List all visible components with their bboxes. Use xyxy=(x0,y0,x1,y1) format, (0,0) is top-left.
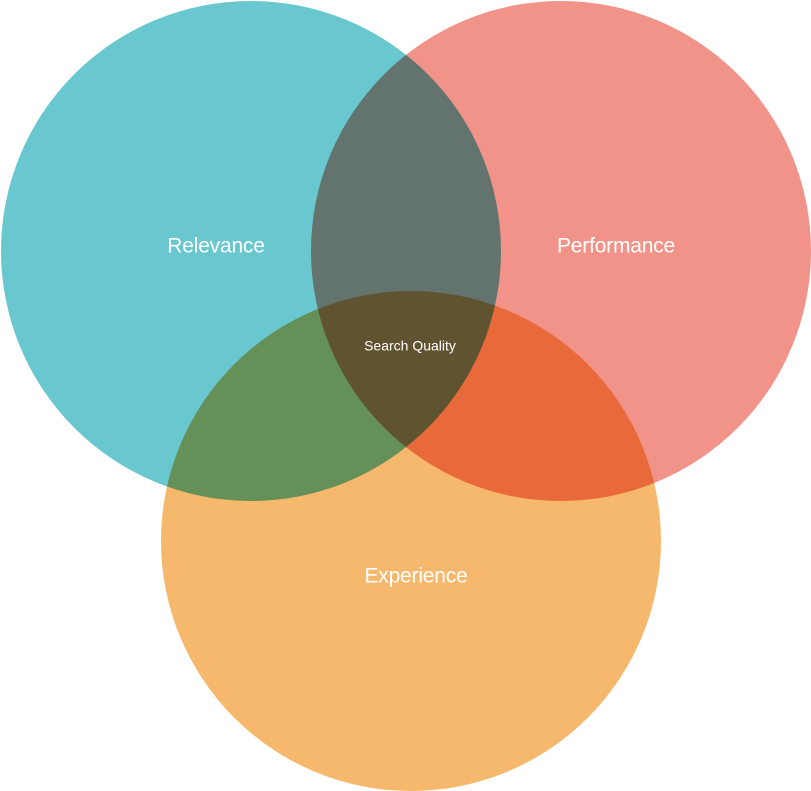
experience-label: Experience xyxy=(364,565,467,588)
venn-labels: Relevance Performance Experience Search … xyxy=(167,235,675,588)
intersection-label: Search Quality xyxy=(364,338,456,354)
relevance-label: Relevance xyxy=(167,235,264,258)
performance-label: Performance xyxy=(557,235,675,258)
experience-circle xyxy=(161,291,661,791)
